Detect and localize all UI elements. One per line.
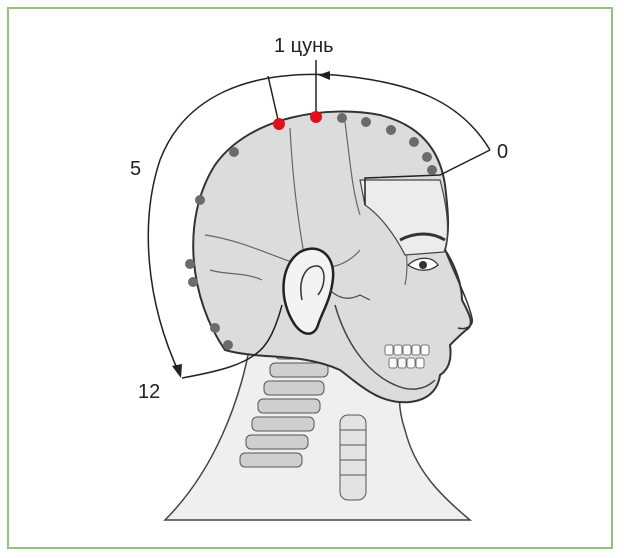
arc-arrow-bottom	[172, 364, 182, 378]
point-gray	[386, 125, 396, 135]
point-gray	[422, 152, 432, 162]
point-red	[273, 118, 285, 130]
point-gray	[427, 165, 437, 175]
point-red	[310, 111, 322, 123]
point-gray	[223, 340, 233, 350]
point-gray	[188, 277, 198, 287]
point-gray	[337, 113, 347, 123]
point-gray	[185, 259, 195, 269]
label-twelve: 12	[138, 381, 160, 403]
point-gray	[409, 137, 419, 147]
point-gray	[229, 147, 239, 157]
point-gray	[210, 323, 220, 333]
label-zero: 0	[497, 141, 508, 163]
point-gray	[195, 195, 205, 205]
label-five: 5	[130, 158, 141, 180]
label-1-cun: 1 цунь	[274, 35, 334, 57]
arc-arrow-top	[318, 71, 330, 80]
trachea	[340, 415, 366, 500]
point-gray	[361, 117, 371, 127]
